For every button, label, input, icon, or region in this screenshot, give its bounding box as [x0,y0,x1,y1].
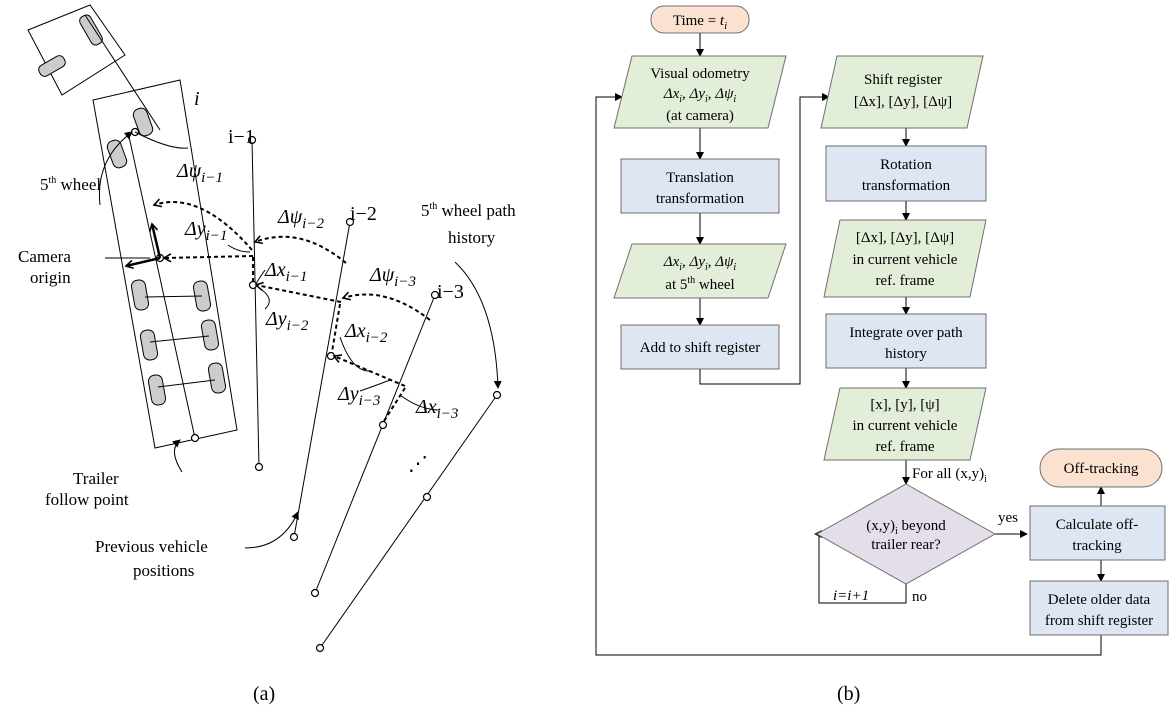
node-ig-line1: Integrate over path [849,325,963,341]
label-yes: yes [998,510,1018,526]
label-dy-i1: Δyi−1 [184,218,227,244]
point-i2-bottom [289,532,299,542]
node-calc-line2: tracking [1072,538,1122,554]
panel-a: i i−1 i−2 i−3 5th wheel Camera origin 5t… [18,4,516,705]
node-del-line2: from shift register [1045,613,1153,629]
position-line-i3 [314,294,436,594]
point-path-bottom [315,643,325,653]
trailer-wheels [130,279,227,406]
node-shift-register [820,55,984,129]
node-tt-line2: transformation [656,191,745,207]
node-sr-line2: [Δx], [Δy], [Δψ] [854,94,952,110]
label-dpsi-i3: Δψi−3 [369,264,416,290]
label-dx-i2: Δxi−2 [344,320,388,346]
label-i1: i−1 [228,126,255,148]
label-camera-2: origin [30,268,71,287]
node-calc [1029,505,1166,561]
label-i2: i−2 [350,203,377,225]
label-path-2: history [448,228,496,247]
label-dpsi-i2: Δψi−2 [277,206,324,232]
point-i2-mid [326,351,336,361]
node-add-shift [620,324,780,370]
label-prev-2: positions [133,561,194,580]
point-path-mid [422,492,432,502]
point-i3-mid [378,420,388,430]
leader-lines [98,131,502,549]
point-i1-mid [248,280,258,290]
node-dec-line2: trailer rear? [871,537,941,553]
point-path-top [492,390,502,400]
label-i3: i−3 [437,281,464,303]
label-fifth-wheel: 5th wheel [40,175,101,194]
label-prev-1: Previous vehicle [95,537,208,556]
caption-a: (a) [253,683,275,705]
position-line-5th [319,394,498,649]
label-i: i [194,88,200,110]
trailer-follow-point [190,433,200,443]
node-ig-line2: history [885,346,927,362]
node-vo-line3: (at camera) [666,108,734,124]
point-i3-top [430,290,440,300]
node-delete [1029,580,1169,636]
label-increment: i=i+1 [833,588,869,604]
panel-b: Time = ti Visual odometry Δxi, Δyi, Δψi … [595,5,1169,705]
trailer-centerline [127,131,196,439]
node-visual-odometry [613,55,787,129]
label-path-1: 5th wheel path [421,201,516,220]
label-dx-i1: Δxi−1 [264,259,307,285]
node-decision [815,483,997,585]
point-i1-top [247,135,257,145]
node-tt-line1: Translation [666,170,734,186]
node-dec-line1: (x,y)i beyond [866,518,946,537]
node-cv-line1: [Δx], [Δy], [Δψ] [856,230,954,246]
node-off-tracking [1039,448,1163,488]
node-xy-line2: in current vehicle [853,418,958,434]
node-d5-line1: Δxi, Δyi, Δψi [663,254,737,273]
node-sr-line1: Shift register [864,72,942,88]
point-i2-top [345,217,355,227]
label-camera-1: Camera [18,247,71,266]
node-off-label: Off-tracking [1064,461,1139,477]
node-vo-line2: Δxi, Δyi, Δψi [663,86,737,105]
node-xy-line3: ref. frame [875,439,934,455]
node-rt-line2: transformation [862,178,951,194]
node-d5-line2: at 5th wheel [665,275,734,293]
node-rt-line1: Rotation [880,157,932,173]
cab-centerline [84,14,161,131]
position-line-i2 [293,221,351,538]
node-add-label: Add to shift register [640,340,760,356]
node-integrate [825,313,987,369]
node-xy-line1: [x], [y], [ψ] [870,397,939,413]
node-current-xy [823,387,987,461]
truck-cab [27,4,154,169]
node-rotation [825,145,987,202]
label-trailer-1: Trailer [73,469,119,488]
node-translation [620,158,780,214]
node-del-line1: Delete older data [1048,592,1151,608]
label-ellipsis: ⋰ [408,453,428,475]
node-cv-line3: ref. frame [875,273,934,289]
label-trailer-2: follow point [45,490,129,509]
node-cv-line2: in current vehicle [853,252,958,268]
label-dx-i3: Δxi−3 [415,396,458,422]
point-i3-bottom [310,588,320,598]
node-vo-line1: Visual odometry [650,66,750,82]
node-calc-line1: Calculate off- [1056,517,1139,533]
label-no: no [912,589,927,605]
label-dy-i3: Δyi−3 [337,383,380,409]
camera-axes [124,222,162,270]
trailer-body [92,79,238,449]
node-current-delta [823,219,987,298]
caption-b: (b) [837,683,860,705]
node-delta-5th [613,243,787,299]
point-i1-bottom [254,462,264,472]
node-time-label: Time = ti [673,13,727,32]
label-dpsi-i1: Δψi−1 [176,160,223,186]
label-dy-i2: Δyi−2 [265,308,309,334]
position-line-i1 [251,139,260,468]
dashed-relations [152,198,431,422]
label-for-all: For all (x,y)i [912,466,987,485]
node-time [650,5,750,34]
